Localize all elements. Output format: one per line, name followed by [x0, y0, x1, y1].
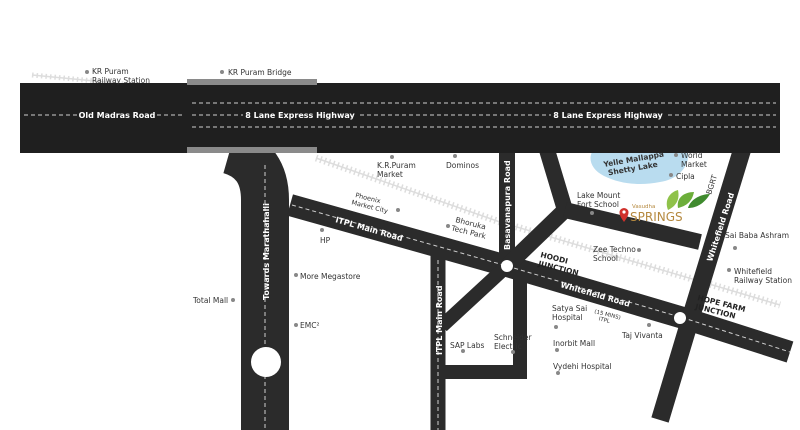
place-phoenix: PhoenixMarket City — [351, 191, 391, 216]
leaf-icon — [666, 190, 679, 210]
road-label-itpl-vert: ITPL Main Road — [435, 285, 444, 355]
place-itpl-time: (15 MINS)ITPL — [592, 309, 621, 327]
lake — [590, 152, 689, 184]
location-pins — [85, 70, 737, 375]
hope-farm-roundabout — [674, 312, 686, 324]
road-label-basavanapura: Basavanapura Road — [503, 160, 512, 250]
place-hp: HP — [320, 236, 331, 245]
project-brand: SPRINGS — [630, 210, 683, 224]
place-emc: EMC² — [300, 321, 319, 330]
road-label-express-1: 8 Lane Express Highway — [245, 111, 355, 120]
place-bhoruka: BhorukaTech Park — [449, 214, 489, 240]
project-logo: Vasudha SPRINGS — [619, 190, 710, 224]
road-label-marathahalli: Towards Marathahalli — [262, 203, 271, 300]
place-total-mall: Total Mall — [192, 296, 228, 305]
place-more: More Megastore — [300, 272, 361, 281]
road-label-bgrt: BGRT — [704, 173, 719, 195]
place-inorbit: Inorbit Mall — [553, 339, 595, 348]
hoodi-roundabout — [501, 260, 513, 272]
place-sai-baba: Sai Baba Ashram — [725, 231, 789, 240]
road-label-old-madras: Old Madras Road — [79, 111, 156, 120]
place-dominos: Dominos — [446, 161, 479, 170]
place-cipla: Cipla — [676, 172, 695, 181]
project-brand-small: Vasudha — [632, 204, 655, 210]
place-sap: SAP Labs — [450, 341, 484, 350]
place-kr-puram-bridge: KR Puram Bridge — [228, 68, 292, 77]
place-taj: Taj Vivanta — [621, 331, 663, 340]
bridge-top — [187, 79, 317, 85]
place-vydehi: Vydehi Hospital — [553, 362, 612, 371]
location-pin-icon — [619, 208, 629, 222]
roundabout — [251, 347, 281, 377]
road-label-express-2: 8 Lane Express Highway — [553, 111, 663, 120]
bridge-bottom — [187, 147, 317, 153]
